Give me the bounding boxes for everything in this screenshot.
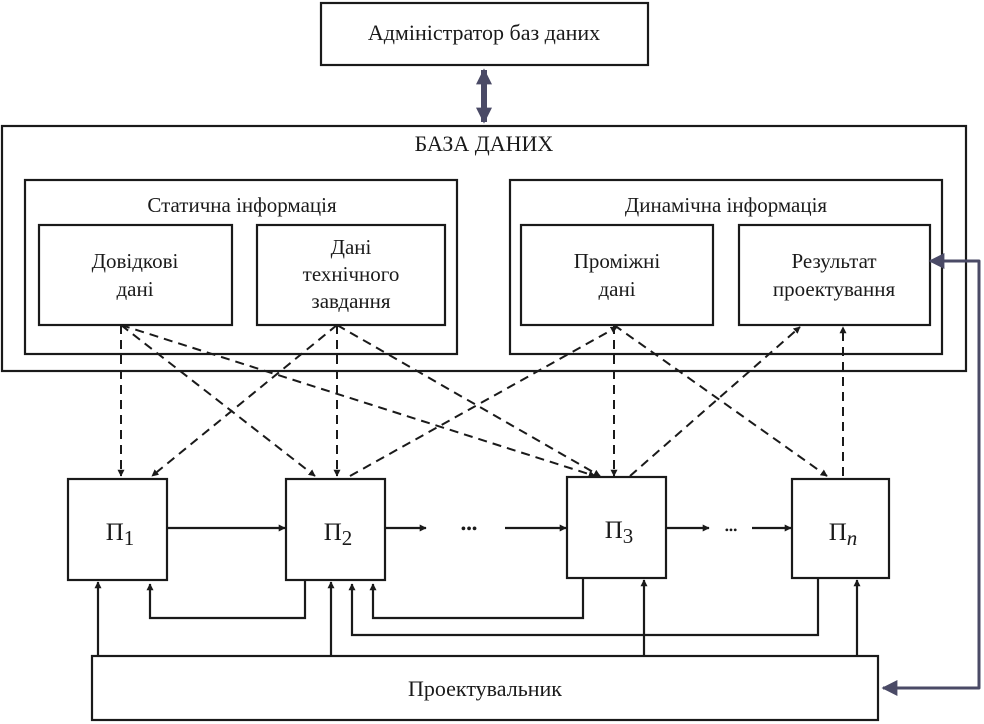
flow-reference-to-p3 [120,324,596,478]
intermediate-data-line-2: дані [598,277,635,301]
reference-data-line-2: дані [116,277,153,301]
tech-task-line-1: Дані [331,235,372,259]
tech-task-data-box: Дані технічного завдання [255,223,447,327]
design-result-box: Результат проектування [737,223,932,327]
process-p2-label: П2 [324,519,353,550]
process-p2-box: П2 [284,477,387,582]
flow-techtask-to-p1 [151,324,338,477]
result-to-designer-line [881,253,981,696]
flow-techtask-to-p3 [336,324,601,477]
flow-intermediate-to-pn [613,324,828,477]
feedback-loops [146,578,820,637]
designer-result-loop [881,253,981,696]
designer-to-processes [94,579,861,656]
designer-label: Проектувальник [408,676,562,701]
intermediate-data-box: Проміжні дані [519,223,715,327]
process-p1-label: П1 [106,519,135,550]
tech-task-line-2: технічного [303,262,400,286]
static-info-label: Статична інформація [147,193,337,217]
flow-p2-to-intermediate [349,326,618,477]
intermediate-data-line-1: Проміжні [574,249,661,273]
feedback-p2-to-p1 [146,580,307,620]
dynamic-info-label: Динамічна інформація [625,193,828,217]
admin-label: Адміністратор баз даних [368,20,600,45]
reference-data-line-1: Довідкові [92,249,179,273]
flow-reference-to-p2 [120,324,316,477]
process-p3-box: П3 [565,475,668,580]
process-chain: ••• ••• [167,521,792,538]
chain-ellipsis-2: ••• [725,523,738,537]
designer-box: Проектувальник [90,654,880,722]
process-pn-box: Пn [790,477,891,580]
reference-data-box: Довідкові дані [37,223,234,327]
process-p1-box: П1 [66,477,169,582]
chain-ellipsis-1: ••• [461,521,478,538]
feedback-pn-to-p2 [348,578,820,637]
admin-box: Адміністратор баз даних [319,1,650,67]
design-result-line-2: проектування [773,277,896,301]
design-result-line-1: Результат [791,249,876,273]
database-label: БАЗА ДАНИХ [415,131,554,156]
process-p3-label: П3 [605,517,634,548]
dashed-data-flows [117,324,847,478]
flow-p3-to-result [629,326,801,477]
process-pn-label: Пn [829,519,858,550]
tech-task-line-3: завдання [311,289,390,313]
feedback-p3-to-p2 [369,578,585,620]
